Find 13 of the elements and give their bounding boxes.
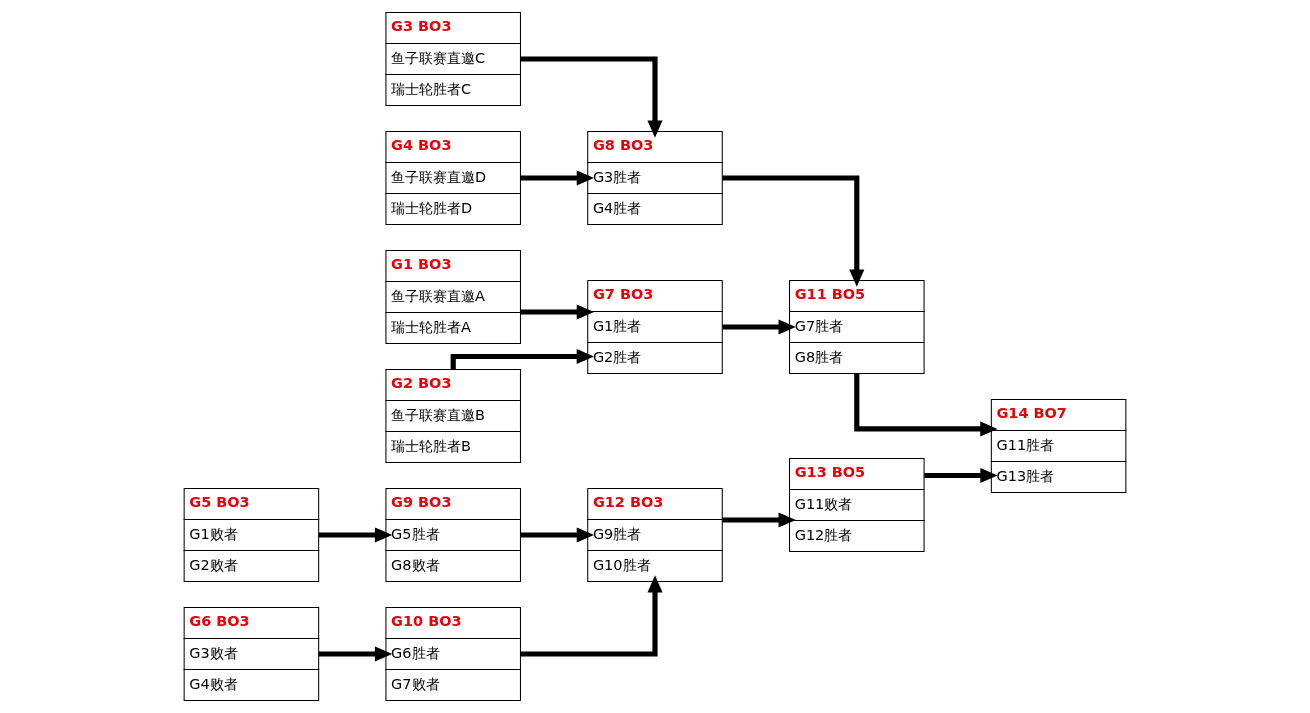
arrow <box>520 170 595 186</box>
arrow <box>924 467 998 484</box>
arrow <box>450 348 594 370</box>
arrow <box>318 646 393 662</box>
arrow <box>520 304 595 320</box>
arrow <box>520 56 663 138</box>
arrow <box>520 575 663 657</box>
arrow <box>854 373 998 437</box>
arrow <box>520 527 595 543</box>
arrow <box>318 527 393 543</box>
arrow <box>722 175 865 287</box>
arrow <box>722 512 796 528</box>
arrow <box>722 319 796 335</box>
